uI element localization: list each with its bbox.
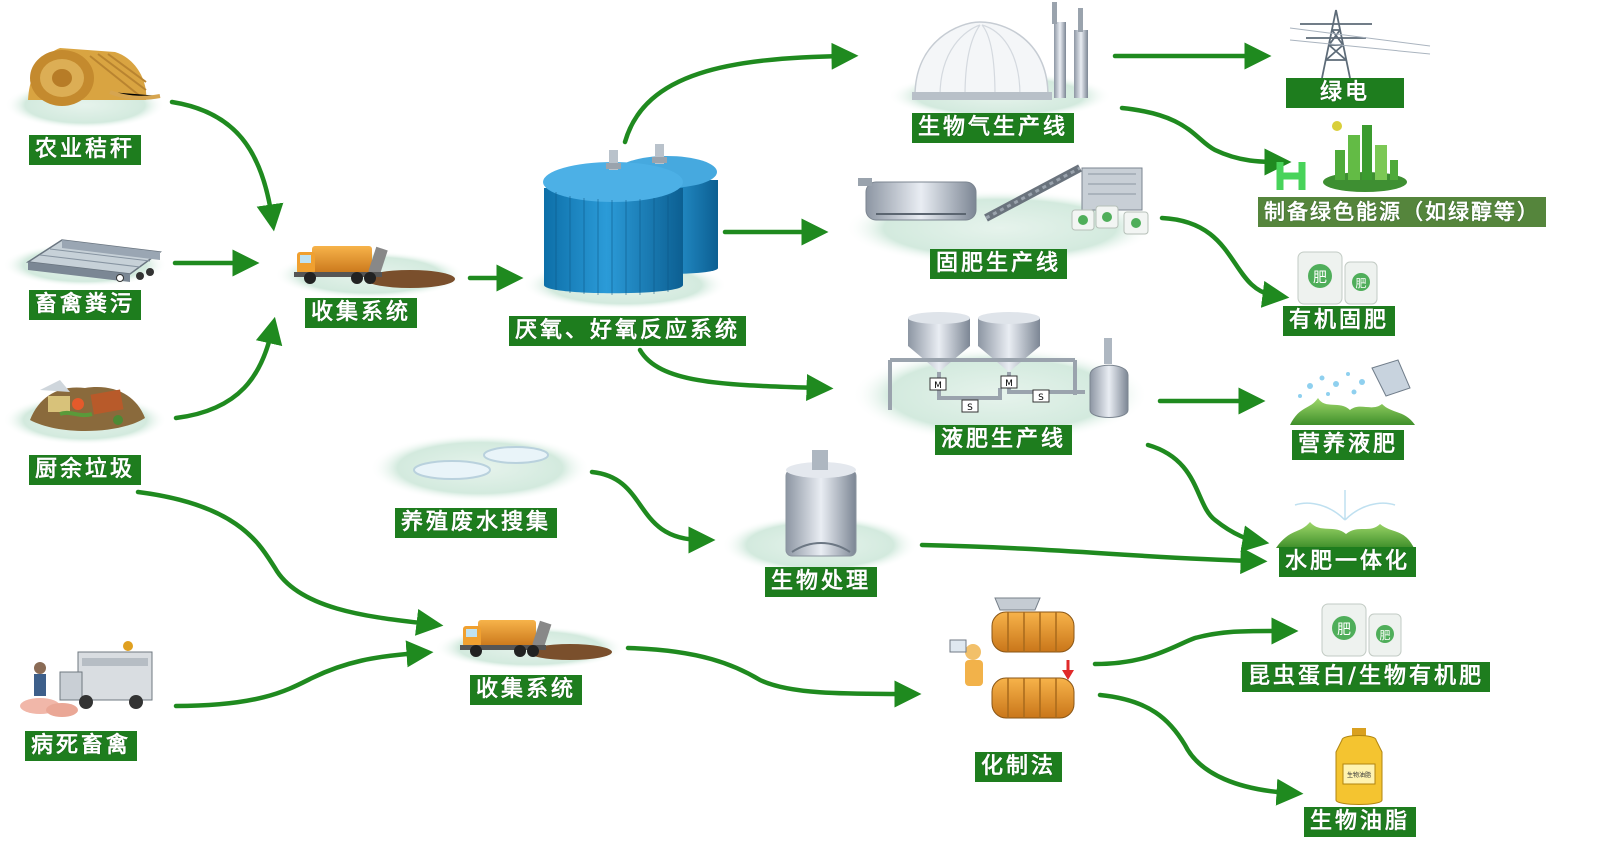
valve-s-2: S [1038, 393, 1044, 403]
arrow-bio-fertigation [919, 542, 1268, 575]
label-organic-solid-fert: 有机固肥 [1283, 306, 1396, 336]
arrow-biogas-energy [1119, 105, 1292, 176]
valve-m-2: M [1005, 379, 1013, 389]
kitchen-waste-image [3, 380, 167, 445]
fertilizer-bags-small [1071, 205, 1149, 235]
label-manure: 畜禽粪污 [29, 290, 142, 320]
liquid-fertilizer-line-image: M S M S [852, 312, 1148, 443]
arrow-solid-fert [1159, 215, 1290, 308]
reactor-tanks-image [523, 144, 727, 310]
arrow-reactor-biogas [622, 42, 859, 145]
bio-treatment-tank-image [722, 450, 918, 575]
arrow-render-insect [1092, 617, 1299, 667]
garbage-truck-image [275, 246, 465, 299]
label-collect-system-1: 收集系统 [305, 298, 418, 328]
green-energy-city-image [1276, 121, 1407, 192]
rendering-equipment-image [949, 597, 1075, 719]
livestock-barn-image [3, 239, 167, 287]
label-solid-fert-line: 固肥生产线 [930, 249, 1068, 279]
label-dead-animals: 病死畜禽 [25, 731, 138, 761]
label-straw: 农业秸秆 [29, 135, 142, 165]
valve-s-1: S [967, 403, 973, 413]
bio-oil-bottle-image: 生物油脂 [1335, 728, 1383, 805]
dead-animals-image [20, 641, 153, 717]
label-wastewater: 养殖废水搜集 [395, 508, 558, 538]
fertilizer-bag-char-4: 肥 [1380, 629, 1391, 642]
label-green-energy: 制备绿色能源（如绿醇等） [1258, 197, 1546, 227]
label-collect-system-2: 收集系统 [470, 675, 583, 705]
label-fertigation: 水肥一体化 [1279, 547, 1417, 577]
label-green-power: 绿电 [1286, 78, 1405, 108]
arrow-wastewater-bio [589, 469, 716, 554]
power-tower-image [1289, 9, 1431, 79]
fertilizer-bag-char-3: 肥 [1337, 622, 1351, 638]
fertilizer-bag-char-2: 肥 [1356, 277, 1367, 290]
label-bio-treatment: 生物处理 [765, 567, 878, 597]
arrows [135, 42, 1304, 806]
arrow-collect2-render [625, 645, 922, 708]
arrow-render-oil [1097, 692, 1304, 806]
garbage-truck-2-image [435, 620, 625, 670]
arrow-kitchen-collect2 [135, 489, 444, 636]
arrow-liquid-fertigation [1145, 442, 1270, 553]
oil-bottle-label: 生物油脂 [1347, 771, 1371, 779]
label-insect-protein: 昆虫蛋白/生物有机肥 [1242, 662, 1491, 692]
label-reactor-system: 厌氧、好氧反应系统 [509, 316, 747, 346]
label-nutrient-liquid: 营养液肥 [1292, 430, 1405, 460]
nutrient-liquid-image [1290, 359, 1415, 425]
fertigation-image [1276, 490, 1414, 548]
label-liquid-fert-line: 液肥生产线 [935, 425, 1073, 455]
label-kitchen: 厨余垃圾 [29, 455, 142, 485]
arrow-kitchen-collect [173, 316, 283, 421]
label-rendering: 化制法 [975, 752, 1063, 782]
fertilizer-bags-image: 肥 肥 [1297, 251, 1378, 305]
straw-bale-image [5, 48, 165, 129]
insect-fertilizer-bags-image: 肥 肥 [1321, 603, 1402, 657]
arrow-straw-collect [169, 99, 284, 232]
arrow-reactor-liquid [637, 347, 834, 402]
fertilizer-bag-char: 肥 [1313, 270, 1327, 286]
wastewater-ponds-image [370, 434, 590, 502]
label-bio-oil: 生物油脂 [1304, 807, 1417, 837]
solid-fertilizer-line-image [845, 164, 1155, 266]
valve-m-1: M [934, 381, 942, 391]
arrow-dead-collect2 [173, 640, 434, 709]
label-biogas-line: 生物气生产线 [912, 113, 1075, 143]
biogas-dome-image [888, 2, 1112, 120]
